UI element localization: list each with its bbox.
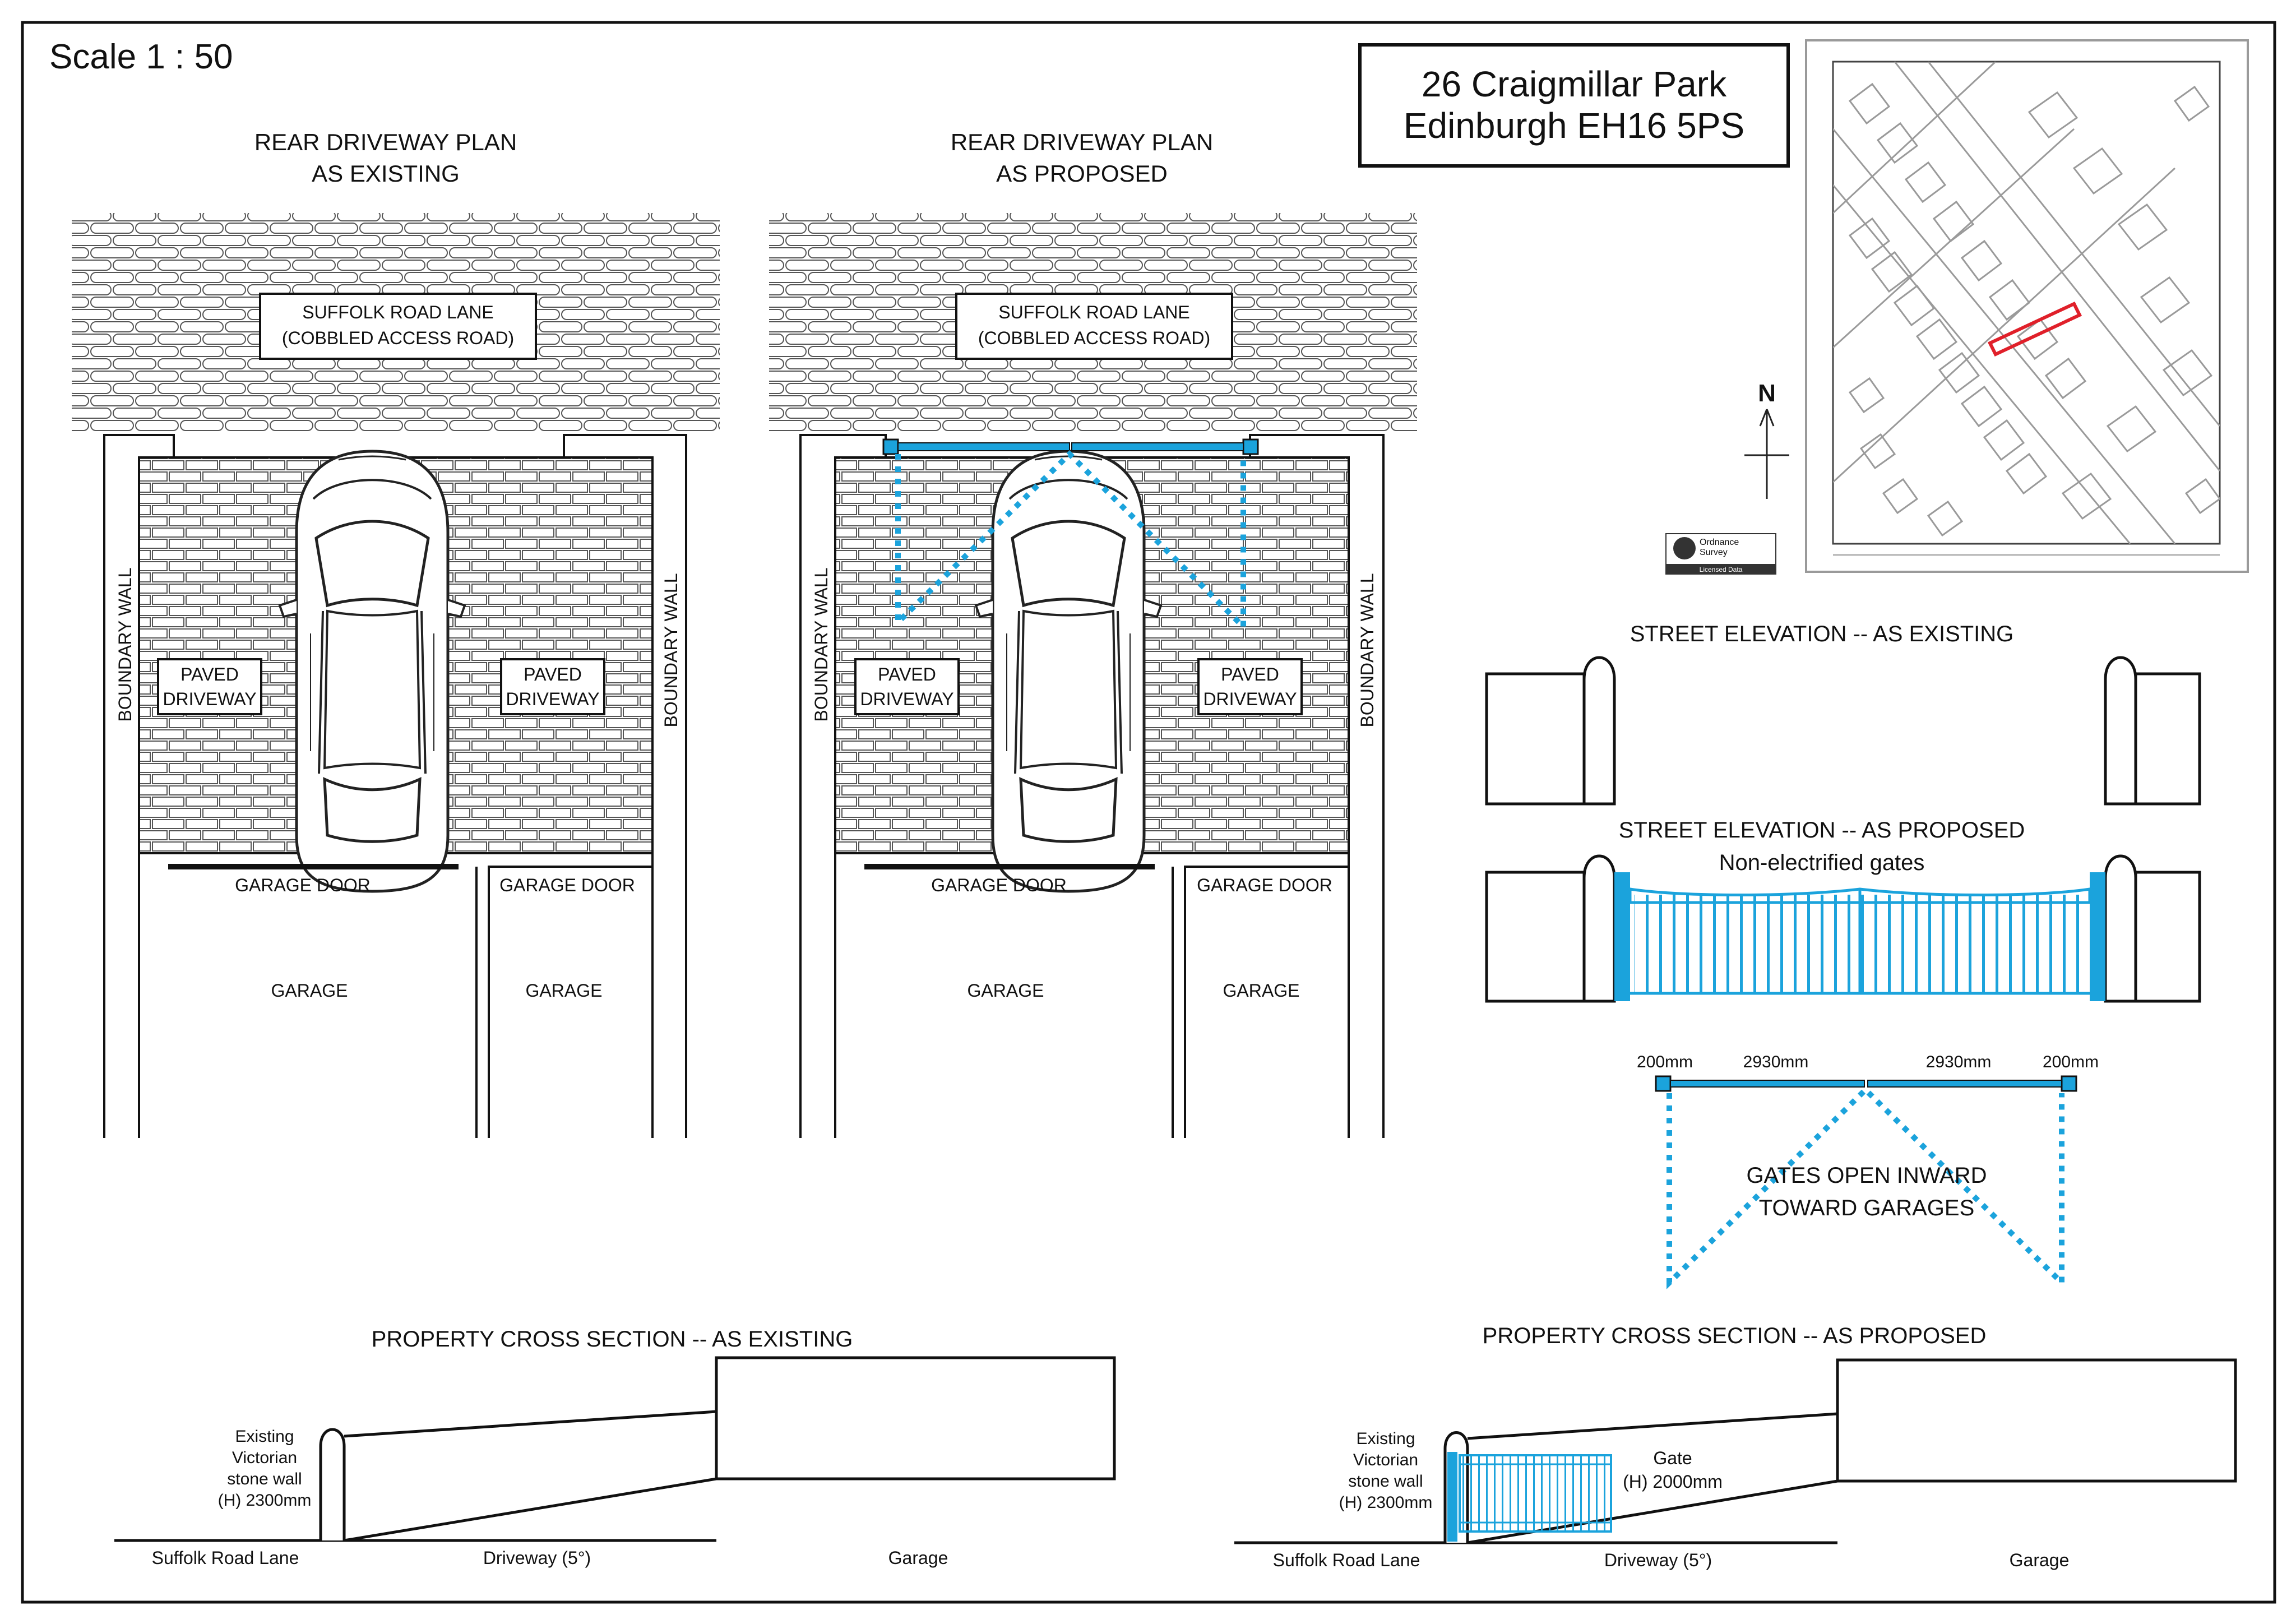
svg-text:Garage: Garage (2010, 1550, 2070, 1570)
svg-text:stone wall: stone wall (227, 1470, 302, 1488)
svg-text:BOUNDARY WALL: BOUNDARY WALL (661, 573, 681, 727)
svg-text:stone wall: stone wall (1348, 1472, 1423, 1491)
svg-text:Existing: Existing (235, 1427, 294, 1446)
svg-text:(H) 2300mm: (H) 2300mm (218, 1491, 312, 1510)
gate-note-line1: GATES OPEN INWARD (1747, 1163, 1987, 1188)
svg-text:BOUNDARY WALL: BOUNDARY WALL (811, 567, 831, 721)
svg-text:Suffolk Road Lane: Suffolk Road Lane (1273, 1550, 1420, 1570)
svg-text:Victorian: Victorian (232, 1449, 297, 1467)
svg-text:SUFFOLK ROAD LANE: SUFFOLK ROAD LANE (302, 302, 493, 322)
title-block: 26 Craigmillar Park Edinburgh EH16 5PS (1358, 43, 1790, 168)
plan-proposed-title1: REAR DRIVEWAY PLAN (951, 129, 1213, 155)
svg-text:Gate: Gate (1653, 1448, 1692, 1468)
svg-text:(H) 2300mm: (H) 2300mm (1339, 1493, 1433, 1512)
proposed-gate-elevation (1614, 872, 2105, 1001)
scale-label: Scale 1 : 50 (49, 38, 233, 76)
svg-text:GARAGE: GARAGE (1223, 980, 1300, 1001)
address-line2: Edinburgh EH16 5PS (1404, 105, 1744, 146)
north-arrow-icon: N (1744, 380, 1789, 499)
section-proposed-title: PROPERTY CROSS SECTION -- AS PROPOSED (1483, 1324, 1987, 1348)
plan-existing-title1: REAR DRIVEWAY PLAN (254, 129, 517, 155)
svg-text:DRIVEWAY: DRIVEWAY (163, 689, 256, 709)
sheet-border (21, 21, 2276, 1604)
plan-proposed-title2: AS PROPOSED (996, 160, 1168, 187)
svg-text:2930mm: 2930mm (1926, 1053, 1992, 1071)
plan-proposed: REAR DRIVEWAY PLAN AS PROPOSED SUFFOLK R… (769, 129, 1417, 1138)
svg-text:PAVED: PAVED (524, 664, 582, 684)
svg-text:GARAGE: GARAGE (526, 980, 603, 1001)
svg-text:Licensed Data: Licensed Data (1700, 566, 1743, 573)
svg-text:PAVED: PAVED (1221, 664, 1279, 684)
section-existing-title: PROPERTY CROSS SECTION -- AS EXISTING (372, 1327, 853, 1352)
svg-text:200mm: 200mm (1637, 1053, 1693, 1071)
proposed-gate-section (1459, 1454, 1612, 1533)
svg-text:GARAGE: GARAGE (271, 980, 348, 1001)
svg-text:Survey: Survey (1700, 548, 1728, 557)
ordnance-survey-logo: Ordnance Survey Licensed Data (1665, 533, 1776, 575)
svg-text:DRIVEWAY: DRIVEWAY (506, 689, 599, 709)
svg-text:Garage: Garage (888, 1548, 948, 1568)
svg-text:GARAGE: GARAGE (968, 980, 1044, 1001)
svg-text:Suffolk Road Lane: Suffolk Road Lane (152, 1548, 299, 1568)
svg-text:DRIVEWAY: DRIVEWAY (1203, 689, 1297, 709)
svg-text:Driveway (5°): Driveway (5°) (1604, 1550, 1712, 1570)
svg-text:SUFFOLK ROAD LANE: SUFFOLK ROAD LANE (998, 302, 1189, 322)
svg-text:PAVED: PAVED (878, 664, 936, 684)
svg-text:BOUNDARY WALL: BOUNDARY WALL (115, 567, 135, 721)
street-proposed-title: STREET ELEVATION -- AS PROPOSED (1619, 818, 2025, 843)
gate-swing-diagram: 200mm 2930mm 2930mm 200mm GATES OPEN INW… (1637, 1053, 2099, 1289)
gate-note-line2: TOWARD GARAGES (1759, 1196, 1975, 1220)
plan-existing-title2: AS EXISTING (312, 160, 460, 187)
street-elevation-existing: STREET ELEVATION -- AS EXISTING (1485, 622, 2201, 806)
svg-text:Ordnance: Ordnance (1700, 538, 1739, 547)
svg-text:Victorian: Victorian (1353, 1451, 1418, 1469)
svg-text:200mm: 200mm (2043, 1053, 2099, 1071)
svg-text:PAVED: PAVED (180, 664, 239, 684)
cross-section-proposed: PROPERTY CROSS SECTION -- AS PROPOSED Ex… (1234, 1324, 2237, 1570)
svg-text:(COBBLED ACCESS ROAD): (COBBLED ACCESS ROAD) (978, 328, 1210, 348)
street-proposed-subtitle: Non-electrified gates (1719, 850, 1925, 875)
north-label: N (1758, 380, 1776, 407)
svg-text:GARAGE DOOR: GARAGE DOOR (1197, 875, 1332, 895)
svg-text:GARAGE DOOR: GARAGE DOOR (931, 875, 1067, 895)
svg-text:2930mm: 2930mm (1743, 1053, 1809, 1071)
address-line1: 26 Craigmillar Park (1422, 64, 1727, 104)
site-boundary-marker (1987, 302, 2082, 357)
svg-text:Driveway (5°): Driveway (5°) (483, 1548, 591, 1568)
svg-text:(COBBLED ACCESS ROAD): (COBBLED ACCESS ROAD) (282, 328, 514, 348)
svg-text:(H) 2000mm: (H) 2000mm (1623, 1472, 1723, 1492)
plan-existing: REAR DRIVEWAY PLAN AS EXISTING SUFFOLK R… (72, 129, 720, 1138)
svg-text:BOUNDARY WALL: BOUNDARY WALL (1357, 573, 1377, 727)
svg-text:DRIVEWAY: DRIVEWAY (860, 689, 953, 709)
cross-section-existing: PROPERTY CROSS SECTION -- AS EXISTING Ex… (114, 1327, 1116, 1568)
svg-text:Existing: Existing (1356, 1429, 1415, 1448)
svg-text:GARAGE DOOR: GARAGE DOOR (499, 875, 635, 895)
street-elevation-proposed: STREET ELEVATION -- AS PROPOSED Non-elec… (1485, 818, 2201, 1003)
proposed-gate-plan (882, 438, 1259, 634)
location-map (1805, 39, 2249, 573)
street-existing-title: STREET ELEVATION -- AS EXISTING (1630, 622, 2014, 646)
svg-text:GARAGE DOOR: GARAGE DOOR (235, 875, 371, 895)
